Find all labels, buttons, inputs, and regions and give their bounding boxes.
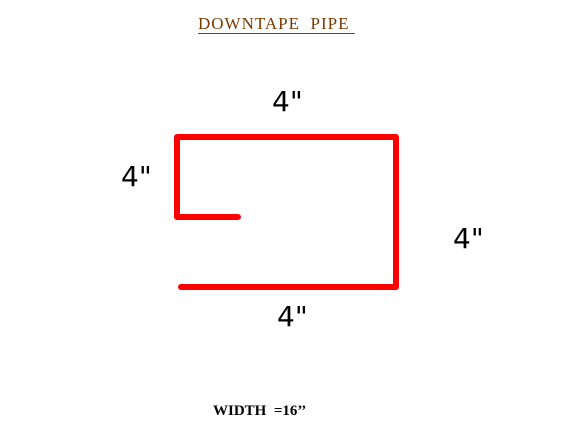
- dimension-left: 4": [121, 160, 152, 193]
- dimension-bottom: 4": [277, 300, 308, 333]
- pipe-profile-outline: [174, 134, 399, 290]
- width-label: WIDTH =16’’: [213, 403, 307, 419]
- dimension-right: 4": [453, 222, 484, 255]
- diagram-title: DOWNTAPE PIPE: [198, 14, 355, 33]
- dimension-top: 4": [272, 85, 303, 118]
